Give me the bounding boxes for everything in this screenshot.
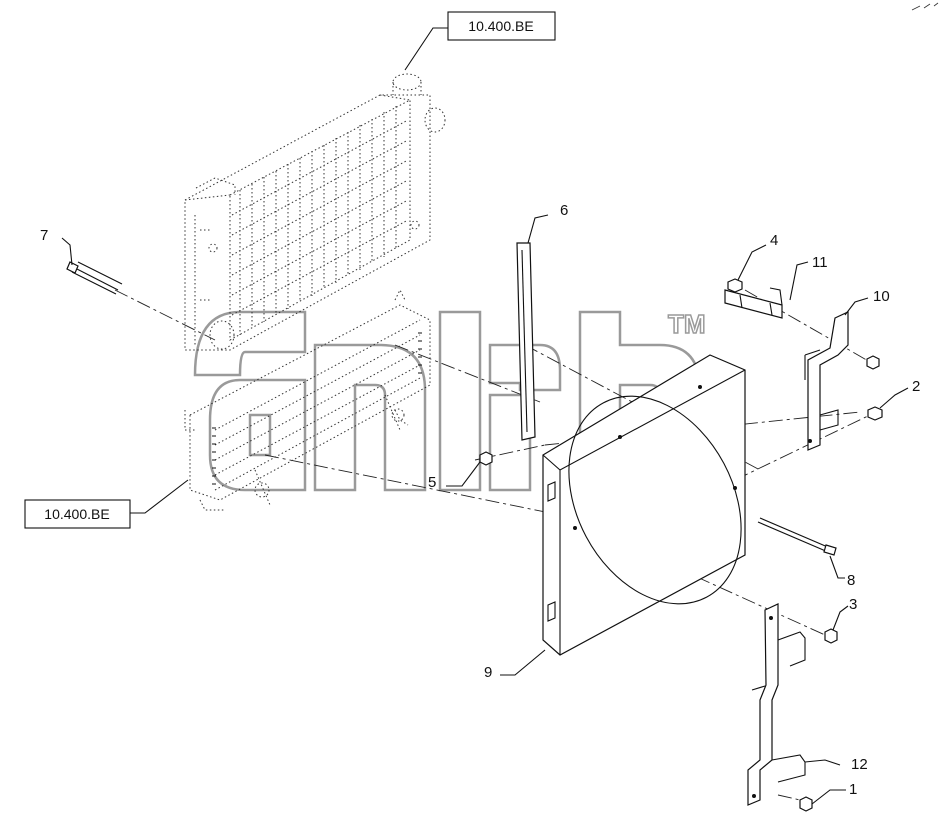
part-9-fan-shroud [542,354,746,656]
reference-label-left: 10.400.BE [44,506,109,522]
part-3-nut [824,628,838,644]
part-5-nut [479,451,493,466]
callout-6: 6 [560,202,568,219]
oil-cooler [184,288,431,511]
callout-8: 8 [847,572,855,589]
watermark-tm: TM [668,309,706,339]
reference-box-left[interactable]: 10.400.BE [24,499,131,529]
reference-label-top: 10.400.BE [468,18,533,34]
part-4-nut [727,278,743,293]
part-7-bolt [66,261,123,295]
leader-lines [61,27,909,805]
callout-4: 4 [770,232,778,249]
part-12-lower-bracket [747,603,806,806]
callout-1: 1 [849,781,857,798]
corner-mark-icon [911,2,939,11]
part-1-nut [799,796,813,812]
part-8-cable-tie [757,517,837,556]
callout-10: 10 [873,288,890,305]
callout-11: 11 [812,254,828,271]
part-10-nut [866,355,880,370]
callout-7: 7 [40,227,48,244]
reference-box-top[interactable]: 10.400.BE [447,11,556,41]
callout-12: 12 [851,756,868,773]
radiator [184,73,446,351]
part-2-nut [867,406,883,421]
callout-3: 3 [849,596,857,613]
part-11-strap-bracket [724,287,783,319]
part-10-upper-bracket [804,311,849,451]
callout-9: 9 [484,664,492,681]
assembly-lines [114,289,871,801]
callout-2: 2 [912,378,920,395]
callouts: 7 6 4 11 10 2 5 8 3 9 12 1 [40,202,920,798]
callout-5: 5 [428,474,436,491]
part-6-seal-strip [516,242,536,441]
